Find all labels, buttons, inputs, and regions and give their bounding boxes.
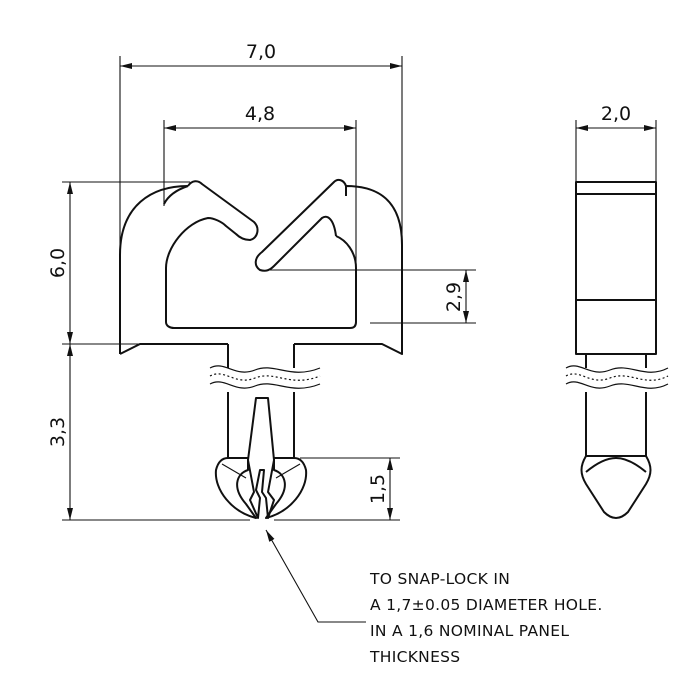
snap-right-barb: [265, 457, 308, 519]
side-head-body: [575, 181, 657, 355]
barb-detail-left: [221, 463, 247, 479]
note-block: TO SNAP-LOCK IN A 1,7±0.05 DIAMETER HOLE…: [369, 570, 603, 666]
snap-left-barb: [214, 457, 257, 519]
side-tip: [580, 455, 652, 519]
dim-overall-width-label: 7,0: [246, 41, 276, 63]
note-leader: [265, 529, 366, 623]
dimension-side-thickness: 2,0: [575, 103, 657, 182]
dimension-inner-width: 4,8: [163, 103, 357, 262]
note-line-2: A 1,7±0.05 DIAMETER HOLE.: [370, 596, 603, 614]
dim-inner-width-label: 4,8: [245, 103, 275, 125]
barb-detail-right: [275, 463, 301, 479]
dim-inner-height-label: 2,9: [443, 282, 465, 312]
dimension-tip-height: 1,5: [274, 457, 400, 521]
break-line-dotted: [209, 373, 321, 381]
dim-head-height-label: 6,0: [47, 248, 69, 278]
clip-inner-curve: [163, 185, 189, 205]
note-line-1: TO SNAP-LOCK IN: [369, 570, 510, 588]
clip-left-arm: [165, 180, 357, 329]
dim-tip-height-label: 1,5: [367, 474, 389, 504]
snap-center-spike: [247, 397, 275, 519]
note-line-4: THICKNESS: [369, 648, 460, 666]
clip-right-arm: [254, 178, 347, 272]
break-line-top: [209, 365, 321, 373]
dimension-head-height: 6,0: [47, 181, 222, 345]
dim-stem-length-label: 3,3: [47, 417, 69, 447]
break-line-bottom: [209, 381, 321, 389]
side-tip-detail: [585, 457, 647, 473]
side-view: [565, 181, 669, 519]
front-view: [119, 178, 403, 519]
dim-side-thickness-label: 2,0: [601, 103, 631, 125]
dimension-inner-height: 2,9: [270, 269, 476, 324]
dimension-overall-width: 7,0: [119, 41, 403, 354]
dimension-stem-length: 3,3: [47, 344, 250, 521]
note-line-3: IN A 1,6 NOMINAL PANEL: [370, 622, 569, 640]
